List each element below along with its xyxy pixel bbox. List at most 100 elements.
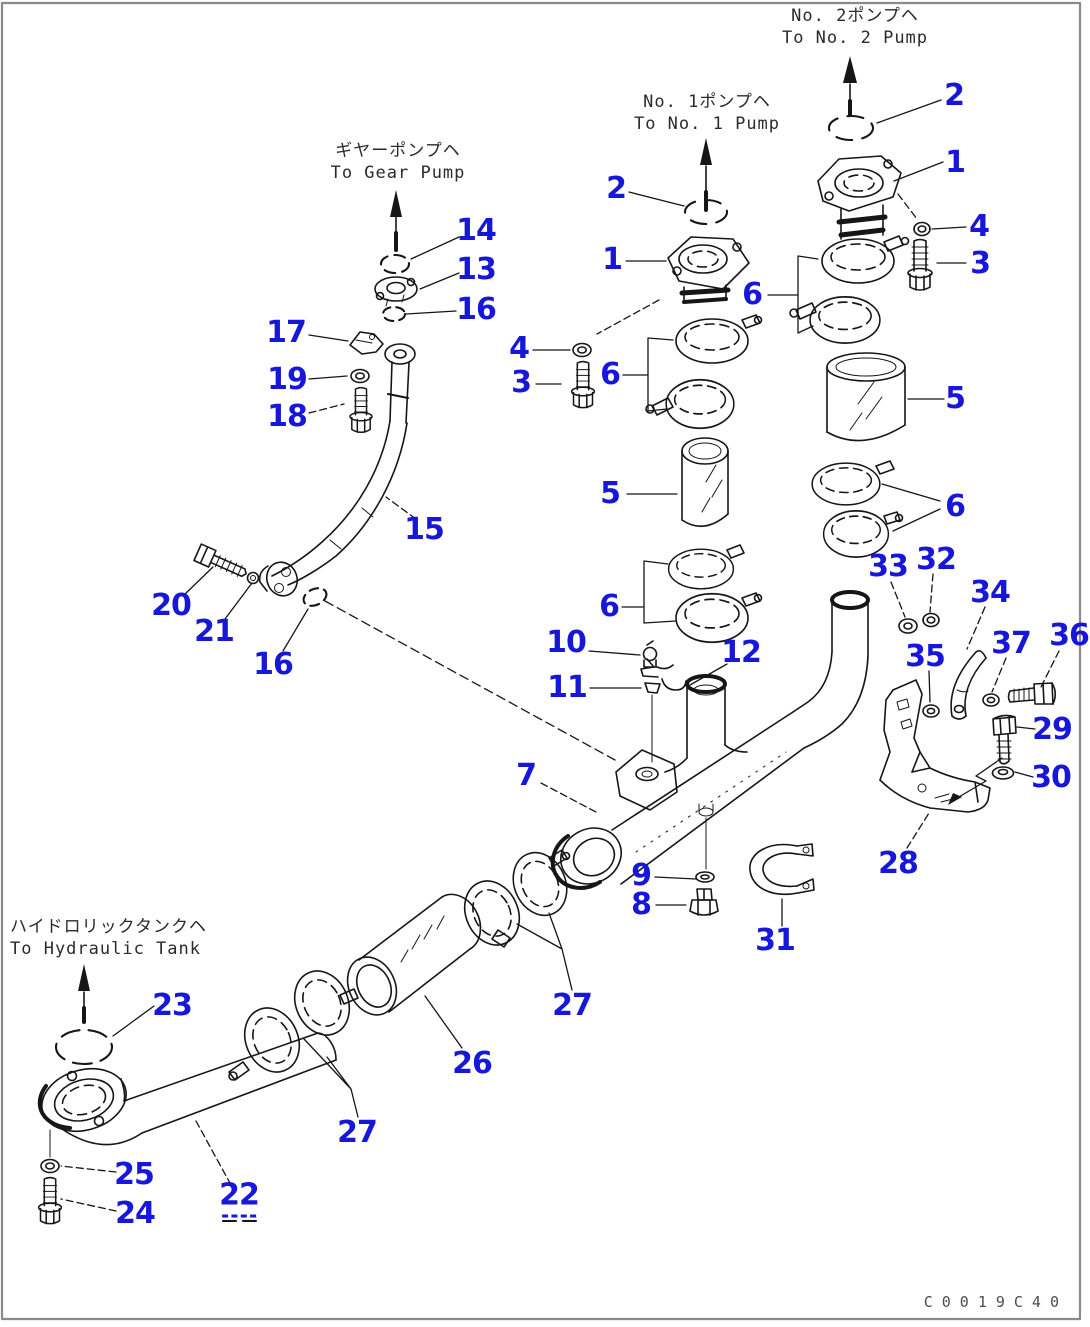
annotation-no1-pump: No. 1ポンプヘ To No. 1 Pump (634, 91, 780, 135)
washer-4-no1 (572, 342, 592, 358)
part-label-16: 16 (456, 292, 497, 327)
part-label-23: 23 (152, 988, 193, 1023)
clamp-6-upper-right-pair (789, 235, 910, 344)
part-label-27: 27 (337, 1115, 378, 1150)
nut-32 (922, 612, 940, 628)
annotation-gear-pump-jp: ギヤーポンプヘ (335, 141, 461, 161)
main-pipe-7 (550, 711, 805, 890)
clamp-6-upper-center-pair (645, 314, 763, 430)
washer-21 (246, 571, 260, 585)
o-ring-16-lower (302, 587, 328, 607)
fitting-10 (642, 640, 674, 670)
washer-35 (922, 704, 940, 718)
flange-1-no1 (667, 236, 750, 304)
o-ring-14 (379, 253, 411, 275)
part-label-9: 9 (631, 858, 652, 893)
washer-19 (350, 368, 370, 384)
part-label-20: 20 (151, 588, 192, 623)
clamp-6-lower-right-pair (811, 460, 904, 558)
bracket-34 (950, 650, 987, 720)
flange-1-no2 (817, 155, 902, 240)
part-label-32: 32 (916, 542, 957, 577)
washer-37 (982, 693, 1000, 707)
part-label-36: 36 (1049, 618, 1090, 653)
clamp-6-lower-center-pair (667, 544, 763, 644)
annotation-no1-pump-jp: No. 1ポンプヘ (643, 92, 771, 112)
hose-5-right (826, 352, 906, 442)
washer-9 (695, 871, 715, 883)
part-label-5: 5 (600, 476, 621, 511)
part-label-3: 3 (970, 246, 991, 281)
part-label-11: 11 (547, 670, 588, 705)
bolt-36 (1007, 682, 1057, 705)
annotation-gear-pump: ギヤーポンプヘ To Gear Pump (331, 140, 466, 184)
part-label-10: 10 (546, 625, 587, 660)
part-label-37: 37 (991, 626, 1032, 661)
bolt-3-no2 (907, 238, 933, 291)
part-label-31: 31 (755, 923, 796, 958)
direction-arrows (78, 56, 857, 1024)
part-label-15: 15 (404, 512, 445, 547)
part-label-12: 12 (721, 635, 762, 670)
part-label-4: 4 (969, 209, 990, 244)
part-label-28: 28 (878, 846, 919, 881)
bolt-24 (37, 1176, 63, 1225)
clip-17 (349, 331, 384, 355)
part-label-27: 27 (552, 988, 593, 1023)
riser-pipe-right (792, 590, 870, 749)
part-label-6: 6 (599, 589, 620, 624)
o-ring-2-no1 (683, 198, 729, 226)
part-label-18: 18 (267, 399, 308, 434)
bracket-28 (879, 679, 1003, 813)
plug-11 (644, 682, 661, 694)
part-label-3: 3 (511, 365, 532, 400)
part-label-17: 17 (266, 315, 307, 350)
leader-lines (60, 99, 1060, 1212)
annotation-no2-pump-en: To No. 2 Pump (781, 28, 929, 48)
hose-15 (258, 343, 416, 597)
nut-4-no2 (913, 221, 931, 237)
annotation-no2-pump-jp: No. 2ポンプヘ (791, 6, 919, 26)
annotation-hydraulic-tank-jp: ハイドロリックタンクヘ (10, 917, 207, 937)
drawing-code: C0019C40 (923, 1293, 1068, 1311)
part-label-29: 29 (1032, 712, 1073, 747)
o-ring-16-upper (381, 305, 407, 323)
part-label-2: 2 (944, 78, 965, 113)
part-label-5: 5 (945, 381, 966, 416)
part-label-16: 16 (253, 647, 294, 682)
washer-25 (40, 1158, 60, 1174)
part-label-14: 14 (456, 213, 497, 248)
part-label-19: 19 (267, 362, 308, 397)
clamp-27-left-pair (228, 961, 360, 1082)
part-label-26: 26 (452, 1046, 493, 1081)
clamp-27-right-pair (454, 843, 578, 955)
part-label-13: 13 (456, 252, 497, 287)
part-label-35: 35 (905, 639, 946, 674)
annotation-no1-pump-en: To No. 1 Pump (633, 114, 781, 134)
o-ring-23 (54, 1028, 114, 1066)
plug-8 (689, 888, 719, 916)
part-label-30: 30 (1031, 760, 1072, 795)
part-label-2: 2 (606, 171, 627, 206)
annotation-hydraulic-tank: ハイドロリックタンクヘ To Hydraulic Tank (10, 916, 207, 960)
part-label-4: 4 (509, 331, 530, 366)
part-label-21: 21 (194, 614, 235, 649)
annotation-hydraulic-tank-en: To Hydraulic Tank (10, 939, 201, 959)
part-label-6: 6 (945, 489, 966, 524)
bolt-3-no1 (570, 360, 596, 409)
bracket-12 (640, 658, 687, 691)
bolt-20 (193, 543, 247, 578)
clamp-31 (749, 843, 815, 895)
part-label-7: 7 (516, 758, 537, 793)
part-label-33: 33 (868, 549, 909, 584)
bolt-18 (349, 386, 373, 433)
o-ring-2-no2 (827, 114, 875, 142)
hose-5-center (681, 437, 729, 527)
part-label-6: 6 (600, 357, 621, 392)
bolt-29 (992, 714, 1017, 765)
part-label-1: 1 (945, 145, 966, 180)
part-label-22: 22 (219, 1180, 260, 1218)
part-label-34: 34 (970, 575, 1011, 610)
